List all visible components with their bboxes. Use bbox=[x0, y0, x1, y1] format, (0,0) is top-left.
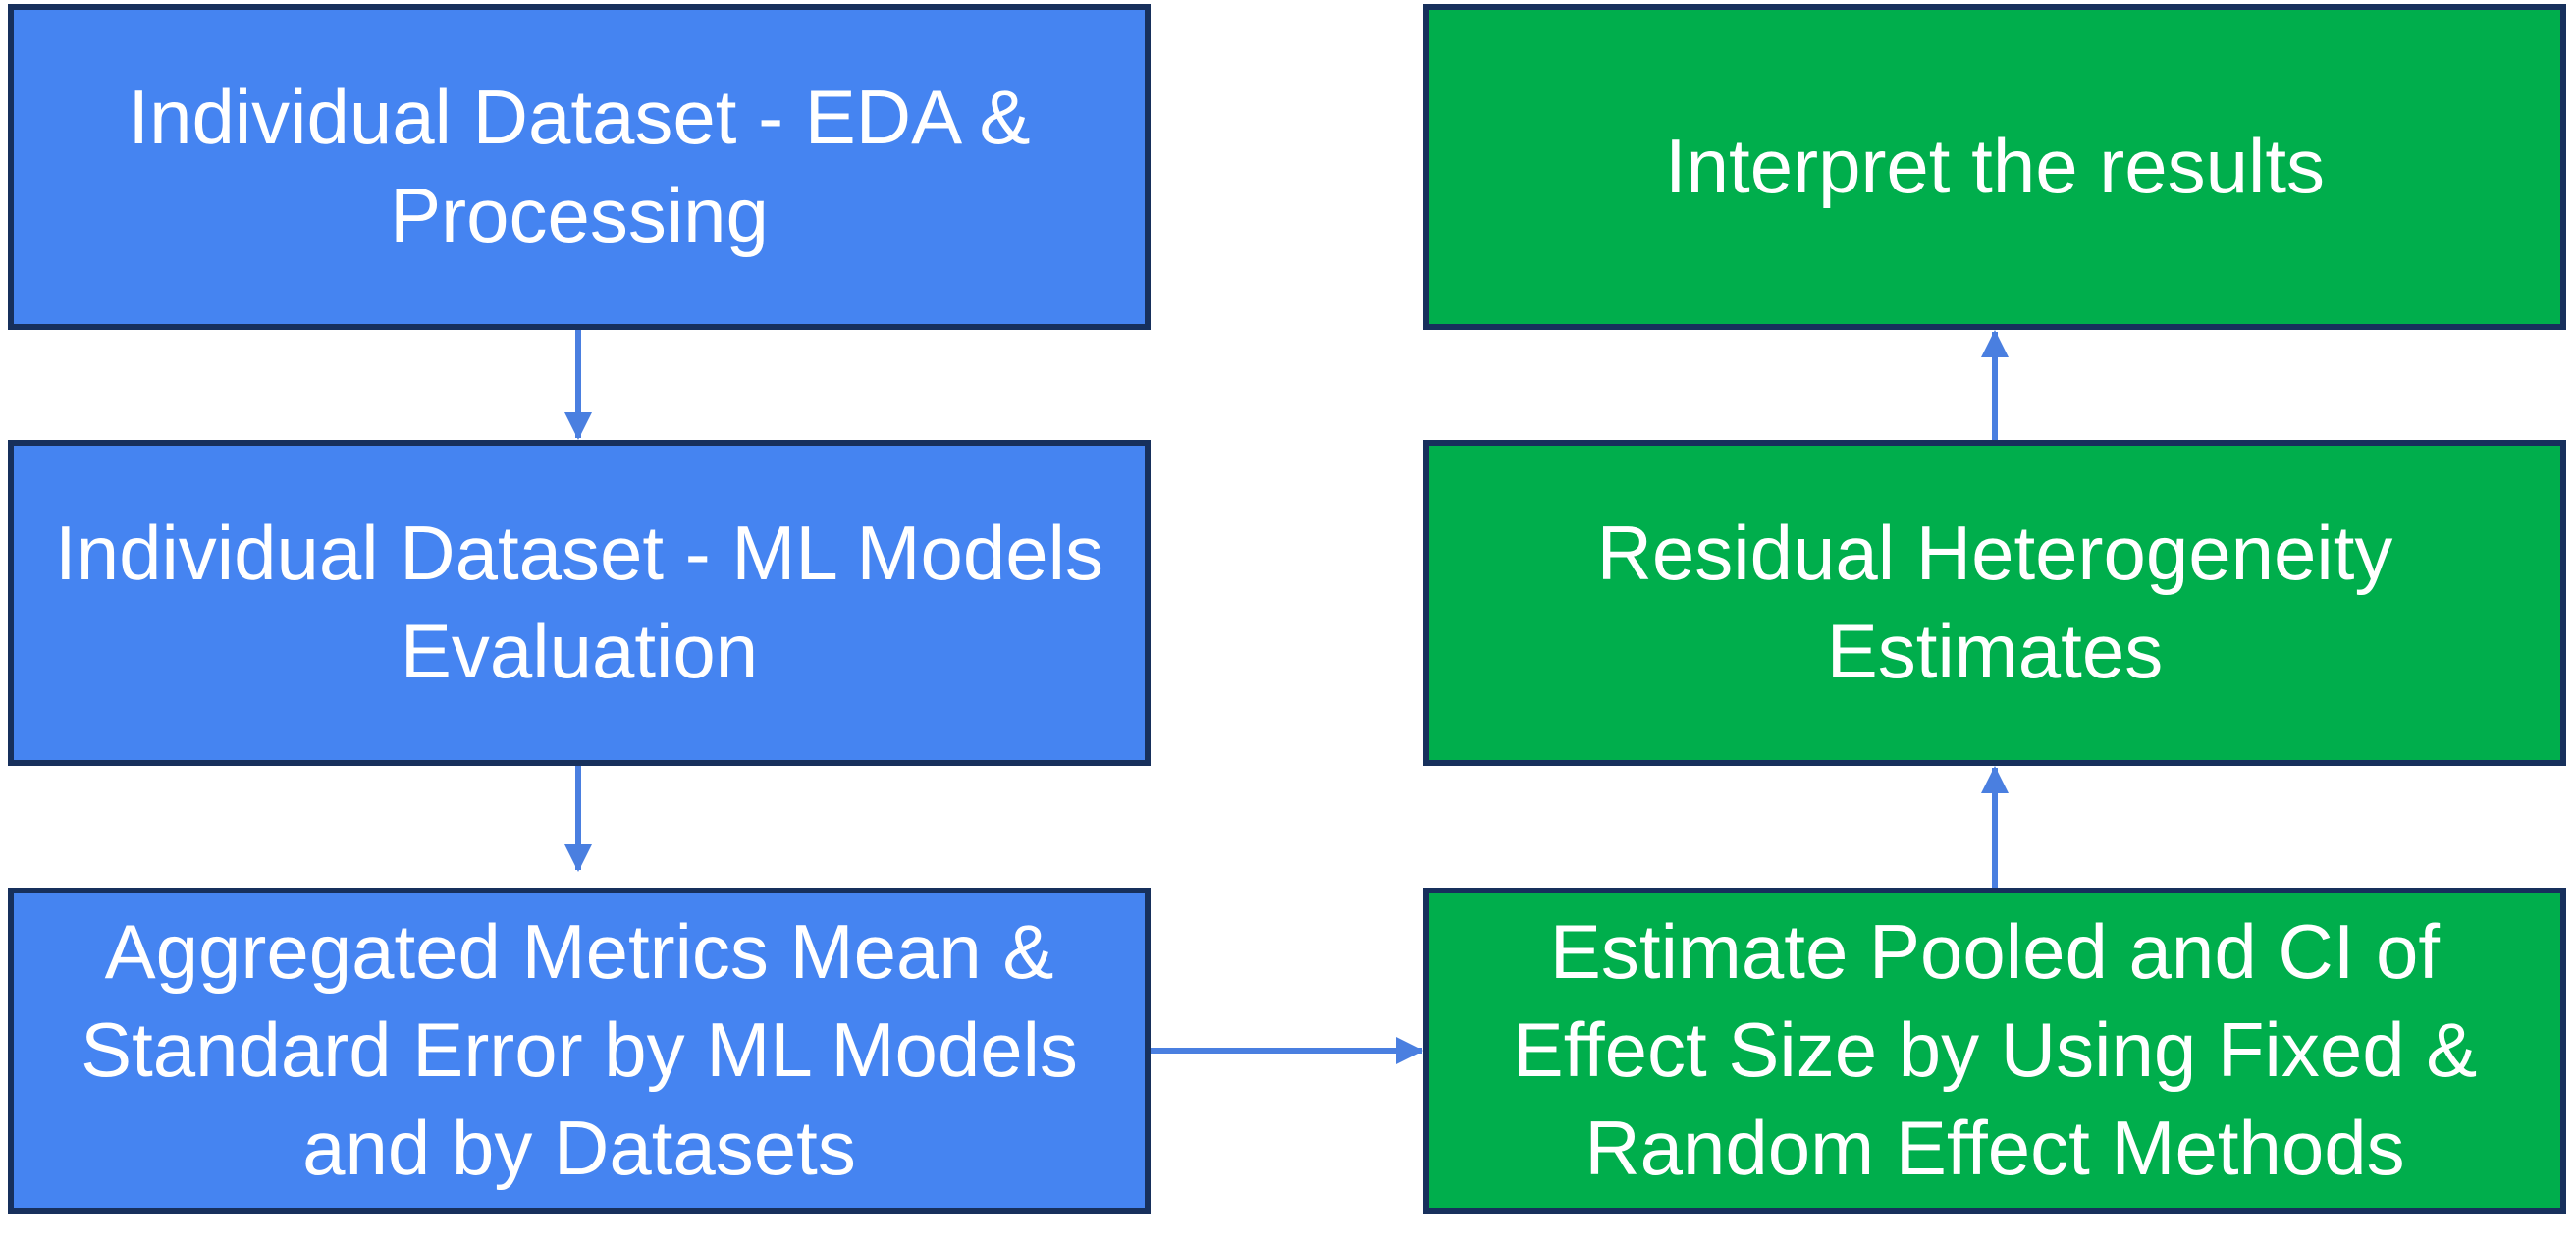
residual-heterogeneity-label: Residual Heterogeneity Estimates bbox=[1596, 510, 2393, 694]
aggregated-metrics-box: Aggregated Metrics Mean & Standard Error… bbox=[8, 888, 1151, 1214]
aggregated-metrics-label: Aggregated Metrics Mean & Standard Error… bbox=[80, 908, 1078, 1191]
eda-processing-box: Individual Dataset - EDA & Processing bbox=[8, 4, 1151, 330]
pooled-effect-size-label: Estimate Pooled and CI of Effect Size by… bbox=[1512, 908, 2478, 1191]
residual-heterogeneity-box: Residual Heterogeneity Estimates bbox=[1423, 440, 2566, 766]
eda-processing-label: Individual Dataset - EDA & Processing bbox=[128, 74, 1031, 258]
pooled-effect-size-box: Estimate Pooled and CI of Effect Size by… bbox=[1423, 888, 2566, 1214]
ml-models-evaluation-label: Individual Dataset - ML Models Evaluatio… bbox=[55, 510, 1103, 694]
interpret-results-label: Interpret the results bbox=[1665, 123, 2325, 210]
interpret-results-box: Interpret the results bbox=[1423, 4, 2566, 330]
ml-models-evaluation-box: Individual Dataset - ML Models Evaluatio… bbox=[8, 440, 1151, 766]
